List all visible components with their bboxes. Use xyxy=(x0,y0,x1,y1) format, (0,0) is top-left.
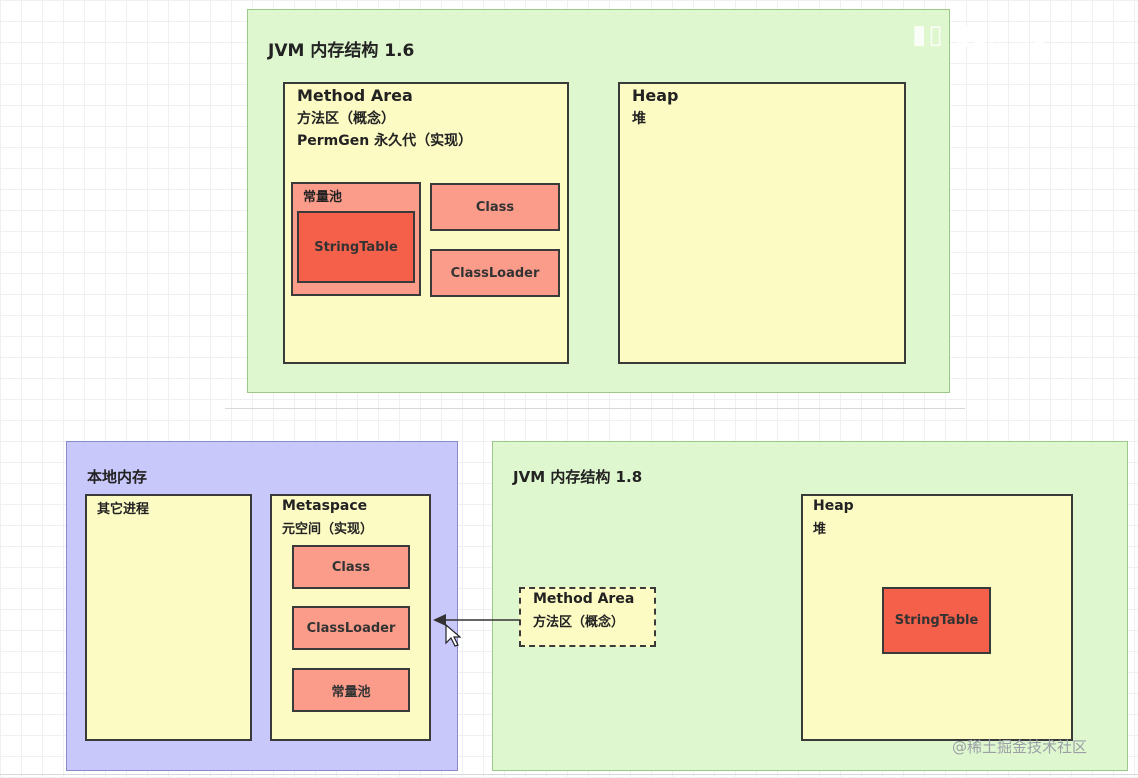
permgen-label: PermGen 永久代（实现） xyxy=(297,133,473,149)
method-area-18-subtitle: 方法区（概念） xyxy=(533,615,625,630)
section-divider xyxy=(225,408,965,409)
bottom-divider xyxy=(0,774,1138,775)
class-box-16: Class xyxy=(430,183,560,231)
classloader-18-label: ClassLoader xyxy=(306,620,396,636)
heap-18-title: Heap xyxy=(813,498,854,514)
classloader-box-16: ClassLoader xyxy=(430,249,560,297)
string-table-18: StringTable xyxy=(882,587,991,654)
metaspace-subtitle: 元空间（实现） xyxy=(282,522,374,537)
class-16-label: Class xyxy=(475,199,515,215)
class-box-18: Class xyxy=(292,545,410,589)
classloader-box-18: ClassLoader xyxy=(292,606,410,650)
heap-16: Heap 堆 xyxy=(618,82,906,364)
string-table-16: StringTable xyxy=(297,211,415,283)
heap-16-subtitle: 堆 xyxy=(632,111,646,127)
other-process-box: 其它进程 xyxy=(85,494,252,741)
classloader-16-label: ClassLoader xyxy=(450,265,540,281)
method-area-16-title: Method Area xyxy=(297,86,413,105)
heap-16-title: Heap xyxy=(632,86,679,105)
method-area-18-title: Method Area xyxy=(533,591,635,607)
method-area-16-subtitle: 方法区（概念） xyxy=(297,111,395,127)
constant-pool-18: 常量池 xyxy=(292,668,410,712)
jvm18-title: JVM 内存结构 1.8 xyxy=(513,468,643,486)
constant-pool-16-label: 常量池 xyxy=(303,190,343,205)
constant-pool-18-label: 常量池 xyxy=(331,684,371,700)
mouse-cursor-icon xyxy=(445,624,461,647)
string-table-16-label: StringTable xyxy=(314,239,398,255)
heap-18: Heap 堆 xyxy=(801,494,1073,741)
watermark-text: @稀土掘金技术社区 xyxy=(952,738,1088,756)
class-18-label: Class xyxy=(331,559,371,575)
watermark-logo: ▮▯ ▮▮▯ ▯▮ xyxy=(912,20,1049,50)
native-memory-title: 本地内存 xyxy=(87,468,148,486)
jvm16-title: JVM 内存结构 1.6 xyxy=(268,41,415,61)
other-process-label: 其它进程 xyxy=(97,502,150,517)
mapping-arrow xyxy=(433,614,520,626)
method-area-18: Method Area 方法区（概念） xyxy=(519,587,656,647)
metaspace-title: Metaspace xyxy=(282,498,368,514)
string-table-18-label: StringTable xyxy=(894,613,979,628)
heap-18-subtitle: 堆 xyxy=(813,522,827,537)
